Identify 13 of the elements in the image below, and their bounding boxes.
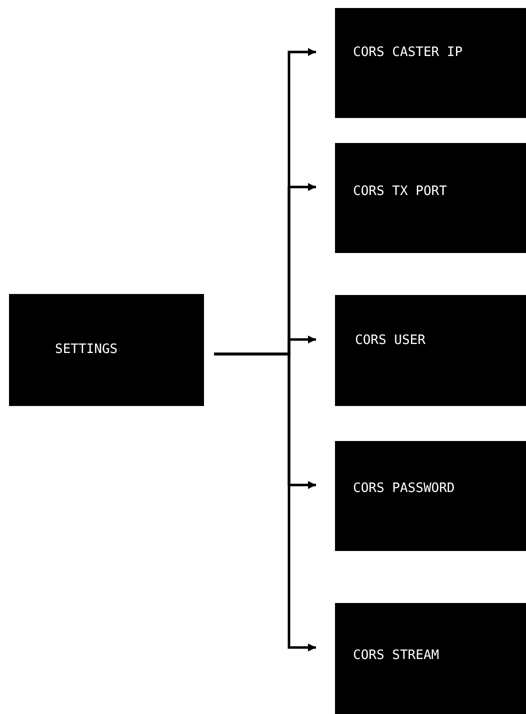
node-label: SETTINGS <box>55 342 118 357</box>
process-box <box>335 143 526 253</box>
process-box <box>335 295 526 406</box>
node-label: CORS CASTER IP <box>353 45 463 60</box>
node-label: CORS STREAM <box>353 648 440 663</box>
process-box <box>9 294 204 406</box>
node-label: CORS USER <box>355 333 426 348</box>
node-label: CORS PASSWORD <box>353 481 455 496</box>
process-box <box>335 441 526 551</box>
arrow <box>214 352 316 652</box>
process-box <box>335 8 526 118</box>
node-label: CORS TX PORT <box>353 184 447 199</box>
process-box <box>335 603 526 714</box>
